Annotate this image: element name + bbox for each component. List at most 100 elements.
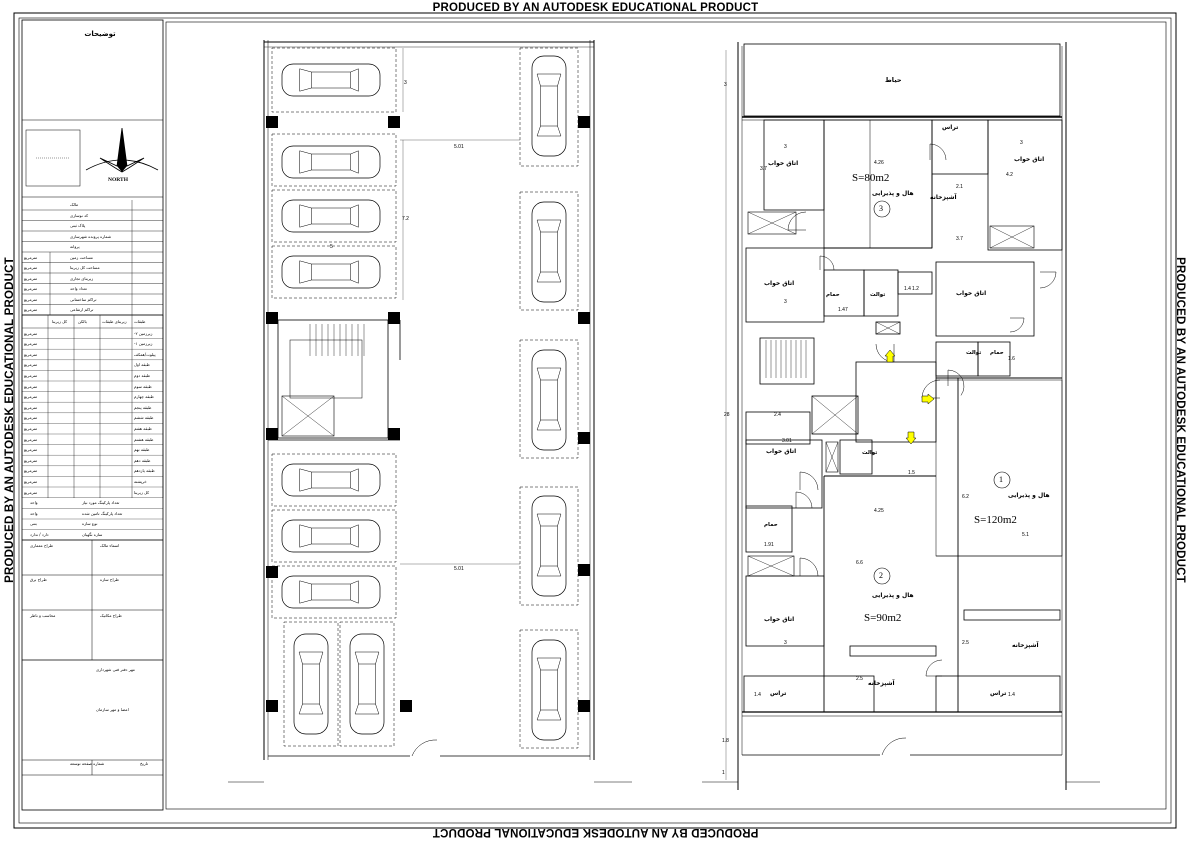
dimension-label: 1.47 (838, 307, 848, 313)
lower-row-label: سازه نگهبان (82, 531, 103, 537)
car-icon (531, 495, 567, 597)
room-label: آشپزخانه (1012, 642, 1039, 649)
unit-label: مترمربع (24, 372, 38, 378)
info-row-label: مساحت کل زیربنا (70, 265, 100, 270)
signature-label: اسماء مالک (100, 543, 120, 548)
door-swing (795, 491, 813, 509)
structural-column (266, 700, 278, 712)
floor-label: طبقه هفتم (134, 425, 152, 431)
dimension-label: 2.4 (774, 412, 781, 418)
room-outline (823, 119, 933, 249)
room-outline (987, 119, 1063, 251)
info-row-label: تراکم ارتفاعی (70, 307, 94, 312)
car-icon (281, 145, 381, 179)
signature-label: طراح سازه (100, 577, 119, 582)
room-label: توالت (870, 292, 886, 298)
dimension-label: 2.5 (856, 676, 863, 682)
dimension-label: 3 (784, 144, 787, 150)
structural-column (388, 116, 400, 128)
info-row-label: پروانه (70, 244, 80, 249)
floor-label: خرپشته (134, 478, 147, 484)
room-label: توالت (862, 450, 878, 456)
entry-arrow-icon (905, 431, 917, 445)
room-label: اتاق خواب (766, 448, 797, 455)
dimension-label: 3 (784, 299, 787, 305)
unit-label: مترمربع (24, 362, 38, 368)
car-icon (281, 255, 381, 289)
dimension-label: 3 (724, 82, 727, 88)
dimension-label: 6.2 (962, 494, 969, 500)
entrance-door (411, 739, 438, 757)
table-header: زیربنای طبقات (102, 319, 127, 324)
room-label: اتاق خواب (764, 280, 795, 287)
unit-label: مترمربع (24, 275, 38, 281)
parking-space (519, 191, 579, 311)
floor-label: طبقه سوم (134, 383, 152, 389)
signature-label: محاسب و ناظر (30, 613, 56, 618)
structural-column (578, 700, 590, 712)
room-outline (931, 119, 989, 175)
floor-label: طبقه دهم (134, 457, 151, 463)
dimension-label: 1.8 (722, 738, 729, 744)
structural-column (388, 428, 400, 440)
unit-label: مترمربع (24, 457, 38, 463)
dimension-label: 3.7 (760, 166, 767, 172)
unit-number: 2 (879, 571, 883, 580)
dimension-label: 1.5 (908, 470, 915, 476)
unit-label: مترمربع (24, 478, 38, 484)
room-label: تراس (990, 690, 1007, 697)
floor-label: پیلوت/همکف (134, 351, 156, 357)
parking-space (271, 47, 397, 113)
shaft (897, 271, 933, 295)
car-icon (281, 575, 381, 609)
unit-label: مترمربع (24, 404, 38, 410)
room-label: اتاق خواب (956, 290, 987, 297)
unit-label: مترمربع (24, 254, 38, 260)
parking-space (519, 486, 579, 606)
room-label: حمام (826, 292, 840, 298)
structural-column (266, 312, 278, 324)
entry-arrow-icon (921, 393, 935, 405)
lower-row-value: واحد (30, 510, 38, 516)
elevator (811, 395, 859, 435)
door-swing (947, 369, 965, 396)
dimension-label: 4.26 (874, 160, 884, 166)
unit-area-label: S=80m2 (852, 172, 890, 184)
stair-core (277, 319, 389, 439)
bottom-row-label: شماره صفحه توسعه (70, 761, 105, 766)
door-swing (1009, 317, 1025, 333)
unit-number-circle (873, 200, 891, 218)
parking-space (339, 621, 395, 747)
car-icon (349, 633, 385, 735)
floor-label: طبقه یازدهم (134, 468, 155, 474)
dimension-label: 28 (724, 412, 730, 418)
lower-row-label: تعداد پارکینگ تامین شده (82, 510, 123, 516)
signature-label: طراح برق (30, 577, 47, 582)
dimension-label: 3.7 (956, 236, 963, 242)
room-outline (745, 505, 793, 553)
dimension-label: 7.2 (402, 216, 409, 222)
info-row-label: شماره پرونده شهرسازی (70, 233, 112, 239)
table-header: طبقات (134, 319, 146, 324)
car-icon (531, 55, 567, 157)
structural-column (578, 116, 590, 128)
signature-label: طراح مکانیک (100, 613, 122, 618)
structural-column (266, 428, 278, 440)
dimension-label: 1.4 (904, 286, 911, 292)
dimension-label: 3.01 (782, 438, 792, 444)
info-row-label: پلاک ثبتی (70, 223, 86, 228)
table-header: کل زیربنا (52, 319, 67, 324)
structural-column (578, 564, 590, 576)
unit-label: مترمربع (24, 415, 38, 421)
lower-row-value: دارد / ندارد (30, 531, 49, 537)
room-label: هال و پذیرایی (872, 190, 914, 197)
watermark-top: PRODUCED BY AN AUTODESK EDUCATIONAL PROD… (432, 2, 759, 14)
floor-label: طبقه پنجم (134, 404, 152, 410)
room-outline (839, 439, 873, 475)
room-outline (745, 575, 825, 647)
room-label: حمام (990, 350, 1004, 356)
parking-space (271, 453, 397, 507)
unit-label: مترمربع (24, 468, 38, 474)
bottom-row-label: مهر دفتر فنی شهرداری (96, 667, 135, 672)
